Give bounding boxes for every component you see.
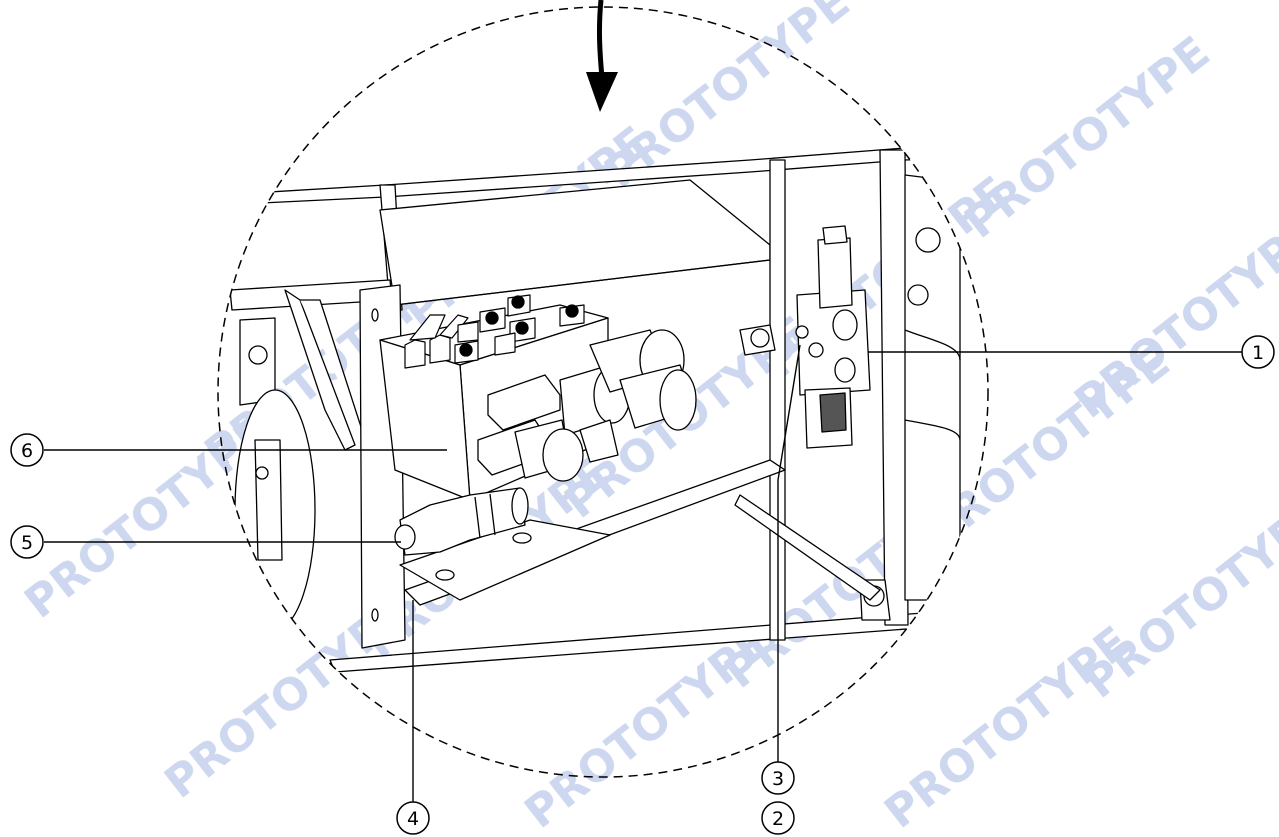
detail-circle <box>217 6 989 778</box>
callout-5-label: 5 <box>21 532 33 554</box>
rotation-arrow <box>586 0 618 112</box>
callout-1: 1 <box>1241 335 1275 369</box>
machine-assembly <box>219 147 961 673</box>
callout-3: 3 <box>761 761 795 795</box>
callout-1-label: 1 <box>1252 342 1264 364</box>
leader-lines <box>44 344 1242 802</box>
callout-3-label: 3 <box>772 768 784 790</box>
callout-2-label: 2 <box>772 808 784 830</box>
callout-6: 6 <box>10 433 44 467</box>
svg-text:PROTOTYPE: PROTOTYPE <box>1075 487 1279 709</box>
callout-6-label: 6 <box>21 440 33 462</box>
callout-4-label: 4 <box>407 808 419 830</box>
svg-text:PROTOTYPE: PROTOTYPE <box>955 27 1219 249</box>
callout-4: 4 <box>396 801 430 835</box>
callout-2: 2 <box>761 801 795 835</box>
callout-5: 5 <box>10 525 44 559</box>
svg-text:PROTOTYPE: PROTOTYPE <box>1065 207 1279 429</box>
